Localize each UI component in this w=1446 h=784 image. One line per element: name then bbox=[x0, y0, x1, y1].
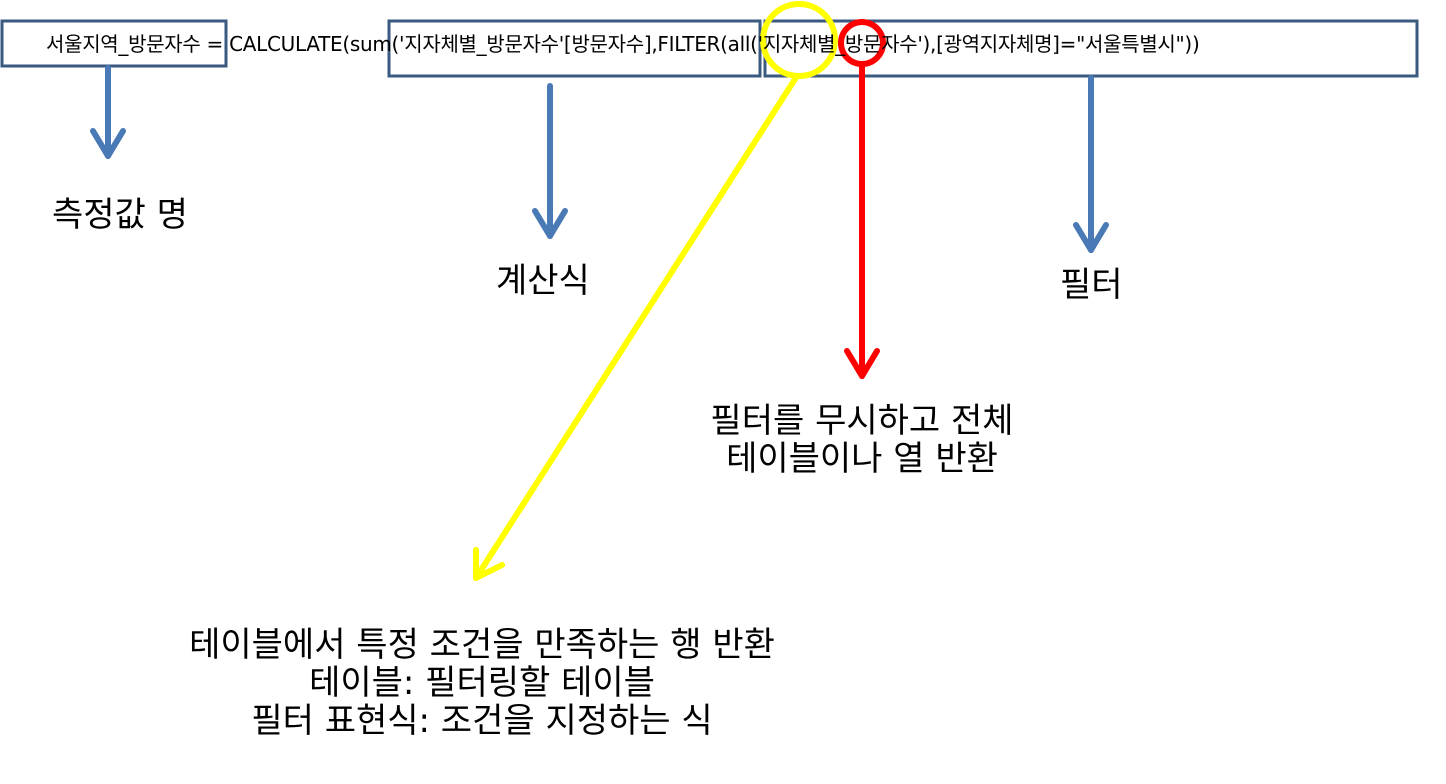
formula-text: 서울지역_방문자수 = CALCULATE(sum('지자체별_방문자수'[방문… bbox=[46, 28, 1200, 57]
all-highlight-circle bbox=[838, 19, 886, 67]
all-description-line: 테이블이나 열 반환 bbox=[726, 439, 998, 480]
measure-arrow bbox=[90, 65, 126, 159]
formula-expression: sum('지자체별_방문자수'[방문자수] bbox=[349, 32, 652, 56]
filter-func-arrow bbox=[473, 73, 800, 581]
expression-arrow bbox=[532, 83, 568, 239]
filter-description-line: 테이블: 필터링할 테이블 bbox=[309, 663, 655, 704]
formula-calculate: CALCULATE( bbox=[229, 32, 350, 56]
expression-label: 계산식 bbox=[496, 261, 590, 301]
all-arrow bbox=[844, 63, 880, 379]
filter-arrow bbox=[1073, 75, 1109, 253]
formula-filter: ,FILTER(all('지자체별_방문자수'),[광역지자체명]="서울특별시… bbox=[651, 32, 1200, 56]
filter-description-line: 필터 표현식: 조건을 지정하는 식 bbox=[251, 701, 713, 742]
filter-label: 필터 bbox=[1060, 265, 1123, 305]
filter-highlight-circle bbox=[760, 1, 838, 79]
filter-description-line: 테이블에서 특정 조건을 만족하는 행 반환 bbox=[189, 625, 775, 665]
measure-name-box bbox=[0, 19, 228, 68]
filter-description: 테이블에서 특정 조건을 만족하는 행 반환 테이블: 필터링할 테이블 필터 … bbox=[112, 626, 852, 740]
all-description: 필터를 무시하고 전체 테이블이나 열 반환 bbox=[662, 402, 1062, 478]
expression-box bbox=[387, 19, 762, 78]
measure-label: 측정값 명 bbox=[52, 195, 188, 235]
formula-equals: = bbox=[200, 32, 230, 56]
all-description-line: 필터를 무시하고 전체 bbox=[710, 401, 1014, 441]
formula-measure-name: 서울지역_방문자수 bbox=[46, 32, 201, 56]
